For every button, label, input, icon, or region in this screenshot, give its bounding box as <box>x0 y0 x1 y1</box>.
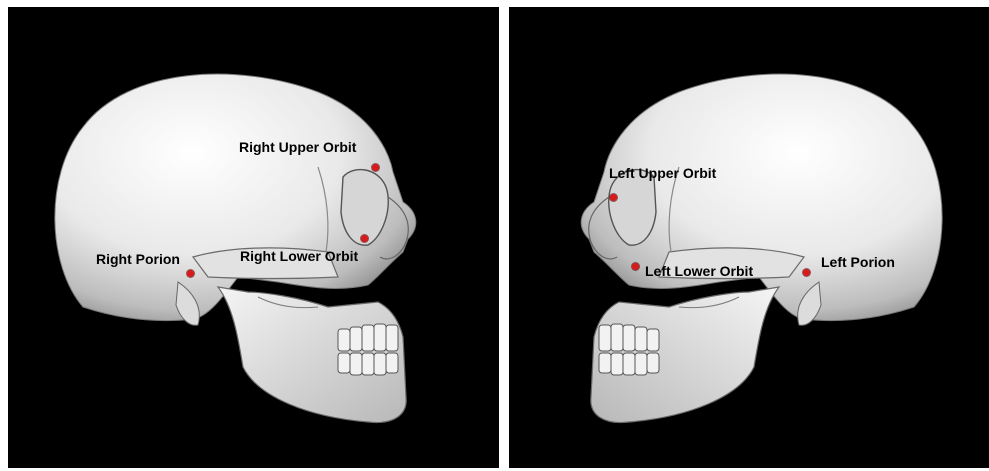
teeth-row <box>599 324 659 375</box>
landmark-dot-left-lower-orbit <box>632 263 639 270</box>
landmark-dot-right-upper-orbit <box>372 164 379 171</box>
right-skull-image <box>8 7 499 468</box>
teeth-row <box>338 324 398 375</box>
landmark-dot-left-upper-orbit <box>610 194 617 201</box>
landmark-dot-right-lower-orbit <box>361 235 368 242</box>
left-skull-image <box>509 7 989 468</box>
landmark-label-right-upper-orbit: Right Upper Orbit <box>239 139 356 155</box>
landmark-label-left-lower-orbit: Left Lower Orbit <box>645 263 753 279</box>
left-skull-view: Left Upper Orbit Left Lower Orbit Left P… <box>509 7 989 468</box>
landmark-dot-left-porion <box>803 269 810 276</box>
landmark-label-right-porion: Right Porion <box>96 251 180 267</box>
right-skull-view: Right Upper Orbit Right Lower Orbit Righ… <box>8 7 499 468</box>
landmark-label-right-lower-orbit: Right Lower Orbit <box>240 248 358 264</box>
landmark-dot-right-porion <box>187 270 194 277</box>
landmark-label-left-porion: Left Porion <box>821 254 895 270</box>
landmark-label-left-upper-orbit: Left Upper Orbit <box>609 165 716 181</box>
